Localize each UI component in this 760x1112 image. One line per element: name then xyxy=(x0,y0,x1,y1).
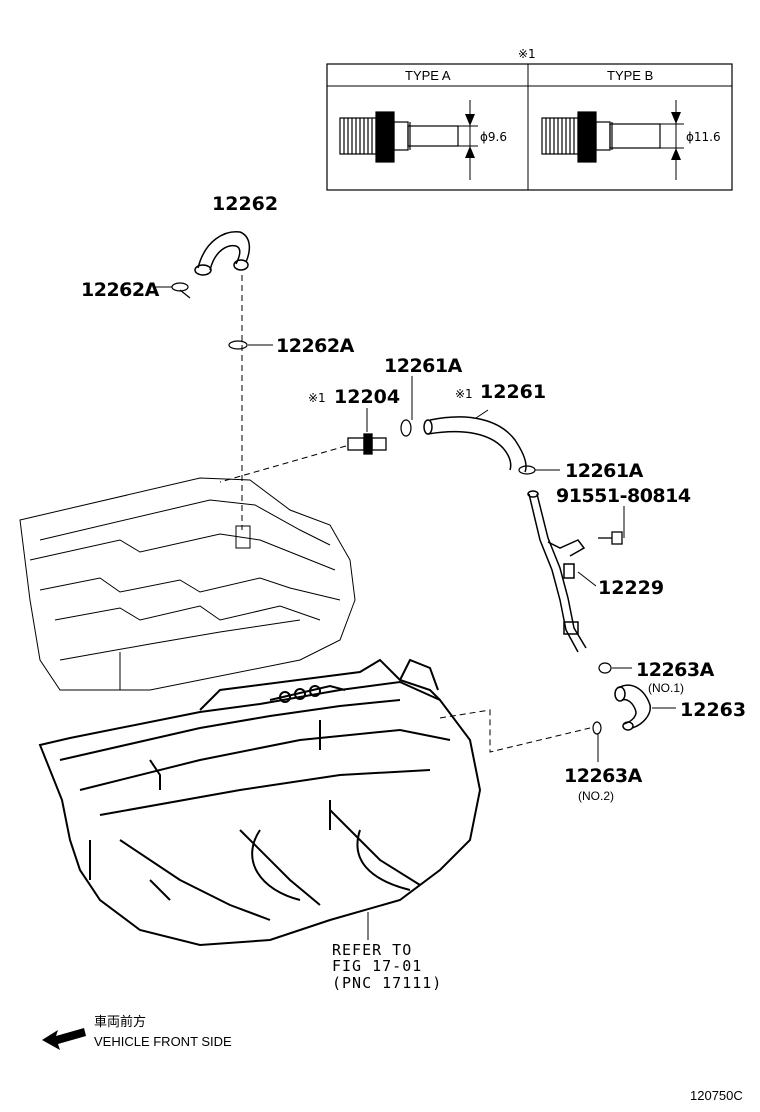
label-12262: 12262 xyxy=(212,193,278,215)
figure-code: 120750C xyxy=(690,1088,743,1103)
type-a-header: TYPE A xyxy=(405,68,451,83)
clamp-12263a-no1 xyxy=(598,662,612,674)
label-12263a-no2-sub: (NO.2) xyxy=(578,789,614,803)
hose-12263 xyxy=(614,684,651,731)
label-12263a-no1-sub: (NO.1) xyxy=(648,681,684,695)
leader-lines xyxy=(156,286,676,940)
label-12262a-upper: 12262A xyxy=(81,279,160,301)
clamp-12261a-right xyxy=(518,465,536,475)
label-12261a-right: 12261A xyxy=(565,460,644,482)
cylinder-head-outline xyxy=(19,477,356,691)
clamp-12262a-upper xyxy=(171,282,191,299)
type-b-dim: ϕ11.6 xyxy=(686,130,721,144)
label-12204-mark: ※1 xyxy=(308,391,326,405)
label-12261a-top: 12261A xyxy=(384,355,463,377)
pcv-valve-type-b xyxy=(541,111,661,163)
clamp-12261a-top xyxy=(400,419,412,437)
inset-mark: ※1 xyxy=(518,47,536,61)
dimension-arrow-a xyxy=(456,100,478,180)
pipe-12229 xyxy=(527,490,587,653)
front-label-jp: 車両前方 xyxy=(94,1014,146,1030)
front-arrow-icon xyxy=(42,1028,86,1050)
label-12204: 12204 xyxy=(334,386,400,408)
refer-line-3: (PNC 17111) xyxy=(332,974,442,992)
refer-line-2: FIG 17-01 xyxy=(332,957,422,975)
label-12263a-no1: 12263A xyxy=(636,659,715,681)
clamp-12262a-lower xyxy=(228,340,248,350)
dashed-assembly-lines xyxy=(219,275,591,753)
hose-12262 xyxy=(194,231,251,276)
dimension-arrow-b xyxy=(660,100,684,180)
label-12263a-no2: 12263A xyxy=(564,765,643,787)
pcv-valve-12204 xyxy=(347,433,387,455)
clamp-12263a-no2 xyxy=(592,721,602,735)
label-12261-mark: ※1 xyxy=(455,387,473,401)
bolt-91551-80814 xyxy=(598,531,623,545)
label-12261: 12261 xyxy=(480,381,546,403)
label-12263: 12263 xyxy=(680,699,746,721)
type-a-dim: ϕ9.6 xyxy=(480,130,507,144)
front-label-en: VEHICLE FRONT SIDE xyxy=(94,1034,232,1049)
refer-line-1: REFER TO xyxy=(332,941,412,959)
label-12229: 12229 xyxy=(598,577,664,599)
hose-12261 xyxy=(423,416,527,473)
intake-manifold xyxy=(38,658,482,947)
type-b-header: TYPE B xyxy=(607,68,653,83)
label-12262a-lower: 12262A xyxy=(276,335,355,357)
valve-type-inset: ※1 TYPE A TYPE B ϕ9.6 xyxy=(326,47,733,191)
pcv-valve-type-a xyxy=(339,111,459,163)
label-91551-80814: 91551-80814 xyxy=(556,485,691,507)
